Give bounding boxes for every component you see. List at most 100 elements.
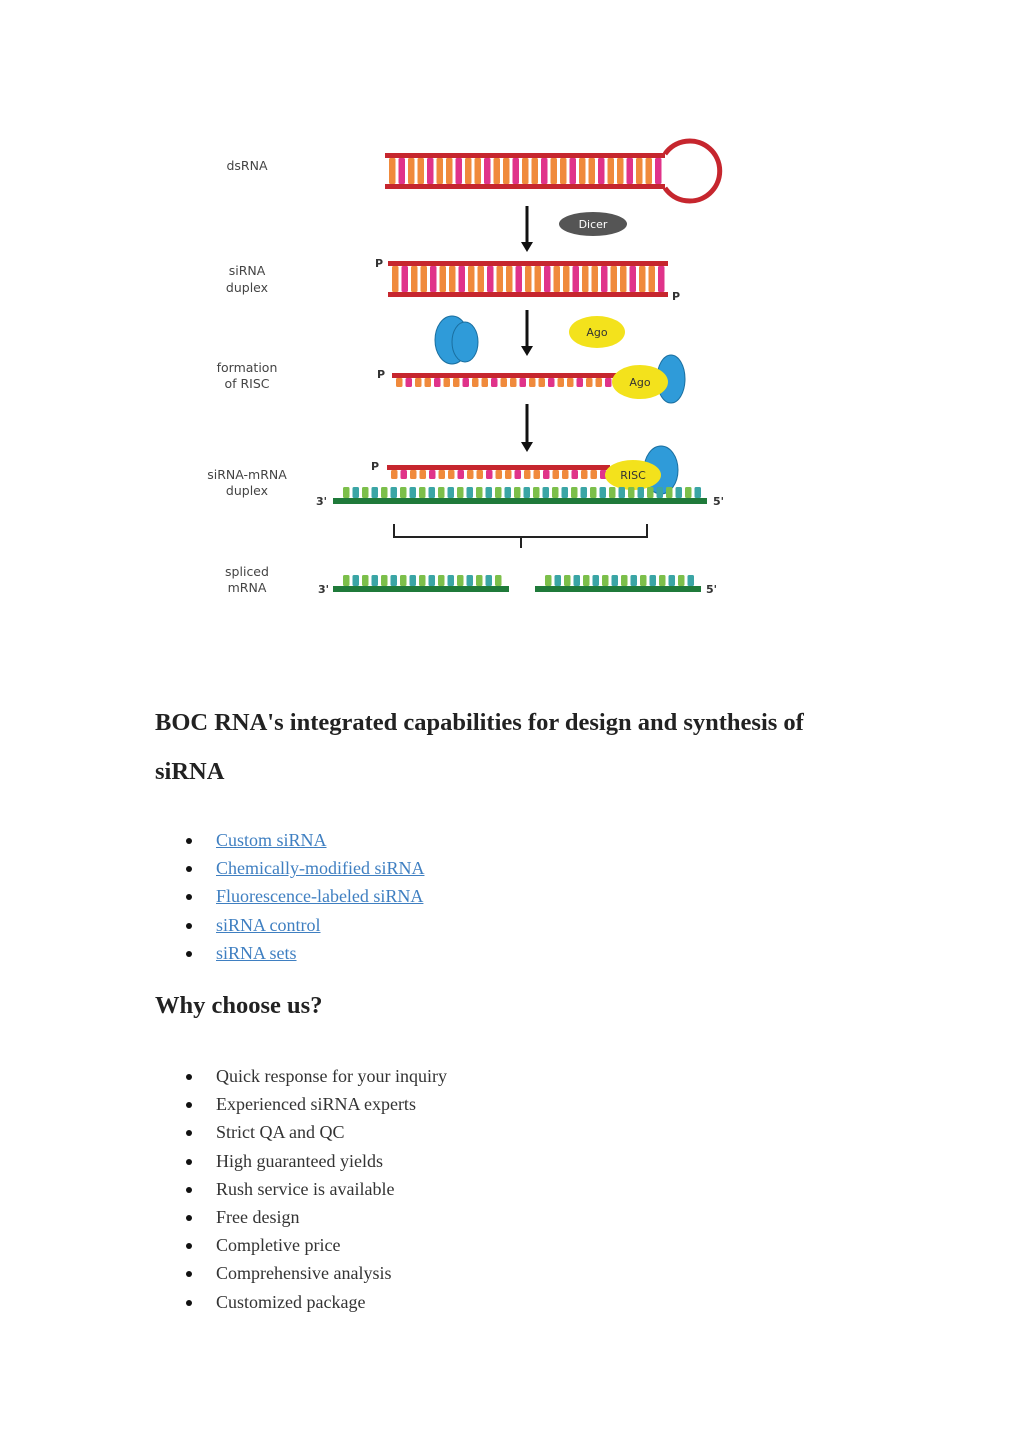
base	[592, 575, 599, 586]
base	[666, 487, 673, 498]
base	[656, 487, 663, 498]
base-pair	[476, 470, 483, 479]
sirna-guide-strand	[387, 465, 610, 479]
stage-label: formation	[217, 360, 278, 375]
base-pair	[560, 158, 567, 184]
base	[694, 487, 701, 498]
base-pair	[434, 378, 441, 387]
base-pair	[398, 158, 405, 184]
base-pair	[512, 158, 519, 184]
list-item: High guaranteed yields	[155, 1147, 447, 1175]
base-pair	[629, 266, 636, 292]
base	[687, 575, 694, 586]
base-pair	[576, 378, 583, 387]
base	[590, 487, 597, 498]
stage-label: siRNA	[229, 263, 266, 278]
list-item: Free design	[155, 1203, 447, 1231]
five-prime-label: 5'	[713, 495, 724, 508]
phosphate-label: P	[672, 290, 680, 303]
link-custom-sirna[interactable]: Custom siRNA	[216, 830, 327, 850]
base	[381, 575, 388, 586]
base	[649, 575, 656, 586]
base	[545, 575, 552, 586]
list-item: Customized package	[155, 1288, 447, 1316]
base-pair	[590, 470, 597, 479]
link-sirna-sets[interactable]: siRNA sets	[216, 942, 297, 963]
base	[514, 487, 521, 498]
base-pair	[439, 266, 446, 292]
list-item: Completive price	[155, 1231, 447, 1259]
base	[678, 575, 685, 586]
mrna-strand	[333, 487, 707, 504]
risc-label: RISC	[620, 469, 646, 482]
list-item: Fluorescence-labeled siRNA	[155, 882, 424, 910]
base-pair	[655, 158, 662, 184]
base-pair	[533, 470, 540, 479]
base	[476, 575, 483, 586]
base	[571, 487, 578, 498]
stage-label: of RISC	[224, 376, 269, 391]
link-chemically-modified-sirna[interactable]: Chemically-modified siRNA	[216, 858, 425, 879]
base-pair	[548, 378, 555, 387]
cleavage-bracket	[393, 524, 648, 538]
base	[371, 487, 378, 498]
base-pair	[510, 378, 517, 387]
base-pair	[420, 266, 427, 292]
base-pair	[446, 158, 453, 184]
base-pair	[582, 266, 589, 292]
base-pair	[515, 266, 522, 292]
base-pair	[544, 266, 551, 292]
ago-oval	[612, 365, 668, 399]
base-pair	[562, 470, 569, 479]
base-pair	[538, 378, 545, 387]
base	[504, 487, 511, 498]
strand	[392, 373, 625, 378]
base-pair	[610, 266, 617, 292]
base-pair	[531, 158, 538, 184]
base	[580, 487, 587, 498]
base-pair	[455, 158, 462, 184]
link-sirna-control[interactable]: siRNA control	[216, 914, 321, 935]
base-pair	[626, 158, 633, 184]
base-pair	[658, 266, 665, 292]
protein-blob	[451, 321, 479, 363]
base-pair	[579, 158, 586, 184]
base-pair	[484, 158, 491, 184]
base-pair	[430, 266, 437, 292]
phosphate-label: P	[375, 257, 383, 270]
base-pair	[598, 158, 605, 184]
base-pair	[487, 266, 494, 292]
base-pair	[505, 470, 512, 479]
base-pair	[514, 470, 521, 479]
base	[457, 575, 464, 586]
base-pair	[424, 378, 431, 387]
base-pair	[506, 266, 513, 292]
base-pair	[408, 158, 415, 184]
strand	[535, 586, 701, 592]
base-pair	[468, 266, 475, 292]
section-heading-why-choose-us: Why choose us?	[155, 992, 323, 1019]
base-pair	[571, 470, 578, 479]
stage-label: spliced	[225, 564, 269, 579]
base	[447, 575, 454, 586]
stage-label: siRNA-mRNA	[207, 467, 287, 482]
base-pair	[496, 266, 503, 292]
base	[668, 575, 675, 586]
base	[362, 487, 369, 498]
base	[573, 575, 580, 586]
base	[409, 487, 416, 498]
phosphate-label: P	[371, 460, 379, 473]
link-fluorescence-labeled-sirna[interactable]: Fluorescence-labeled siRNA	[216, 886, 424, 907]
base-pair	[481, 378, 488, 387]
dsrna-strand	[385, 153, 665, 189]
base	[343, 575, 350, 586]
base-pair	[541, 158, 548, 184]
base-pair	[457, 470, 464, 479]
list-item: Custom siRNA	[155, 826, 424, 854]
ago-label: Ago	[629, 376, 651, 389]
base-pair	[557, 378, 564, 387]
base-pair	[391, 470, 398, 479]
risc-strand	[392, 373, 625, 387]
base-pair	[453, 378, 460, 387]
base	[561, 487, 568, 498]
